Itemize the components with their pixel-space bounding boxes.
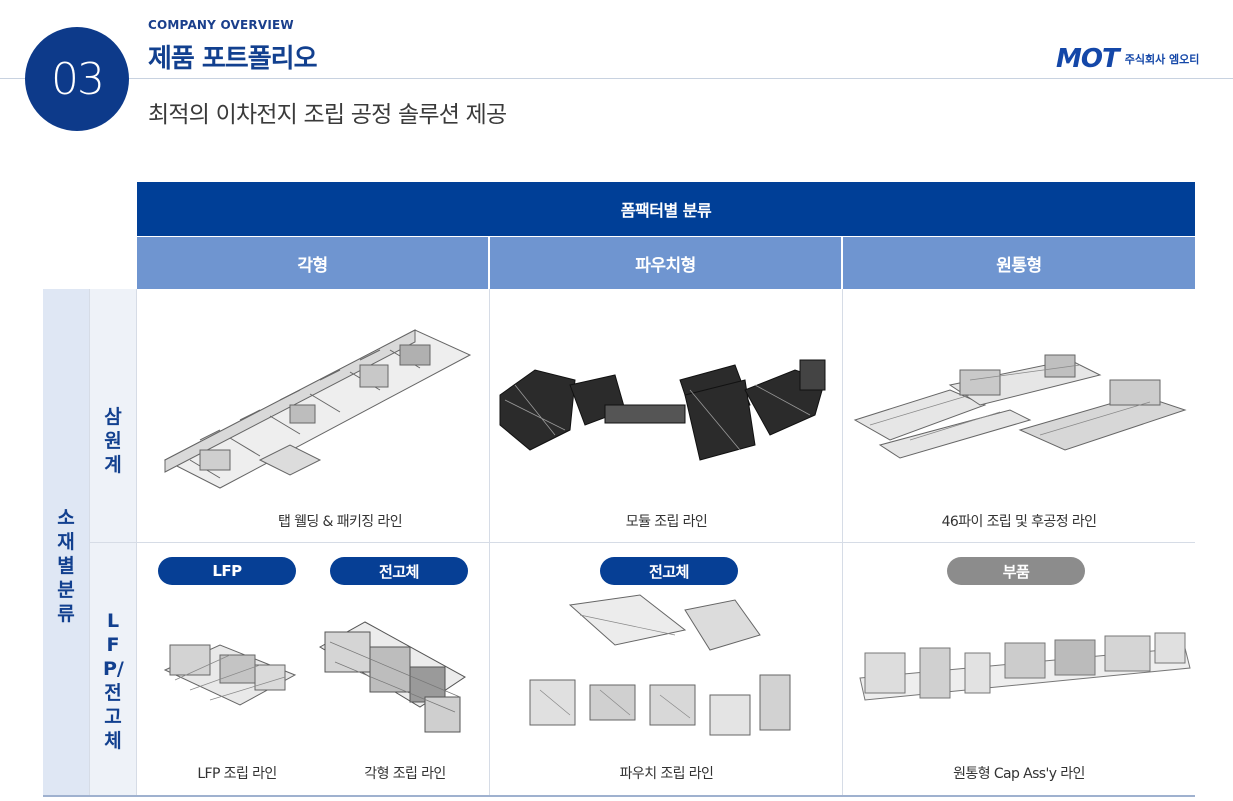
- table-bottom-rule: [43, 795, 1195, 797]
- row-label-lfp-solid: LFP/전고체: [90, 585, 136, 753]
- prismatic-assembly-line-image: [319, 621, 466, 733]
- material-category-column: [43, 289, 89, 795]
- column-header-prismatic: 각형: [137, 237, 488, 289]
- column-header-pouch: 파우치형: [490, 237, 841, 289]
- section-number-badge: 03: [25, 27, 129, 131]
- form-factor-header: 폼팩터별 분류: [137, 182, 1195, 236]
- row-label-ternary: 삼원계: [90, 381, 136, 477]
- caption-pouch-assembly-line: 파우치 조립 라인: [619, 766, 714, 782]
- badge-solid-state-prismatic: 전고체: [330, 557, 468, 585]
- tab-welding-line-image: [163, 329, 472, 489]
- caption-module-assembly-line: 모듈 조립 라인: [625, 514, 708, 530]
- logo-mark: MOT: [1056, 44, 1120, 74]
- caption-46-assembly-line: 46파이 조립 및 후공정 라인: [941, 514, 1097, 530]
- caption-lfp-line: LFP 조립 라인: [197, 766, 277, 782]
- badge-lfp: LFP: [158, 557, 296, 585]
- pouch-assembly-line-image: [529, 594, 791, 736]
- badge-solid-state-pouch: 전고체: [600, 557, 738, 585]
- material-category-label: 소재별 분류: [43, 482, 89, 626]
- header-rule: [0, 78, 1233, 79]
- caption-prismatic-assembly-line: 각형 조립 라인: [364, 766, 446, 782]
- badge-parts: 부품: [947, 557, 1085, 585]
- row-label-ternary-text: 삼원계: [104, 406, 122, 476]
- cap-assy-line-image: [859, 632, 1191, 701]
- caption-cap-assy-line: 원통형 Cap Ass'y 라인: [953, 766, 1085, 782]
- page-title: 제품 포트폴리오: [148, 44, 317, 74]
- overview-label: COMPANY OVERVIEW: [148, 18, 294, 32]
- grid-line: [90, 542, 1195, 543]
- logo-company-name: 주식회사 엠오티: [1124, 53, 1200, 66]
- material-category-text: 소재별 분류: [57, 507, 75, 625]
- module-assembly-line-image: [499, 359, 826, 461]
- page-subtitle: 최적의 이차전지 조립 공정 솔루션 제공: [148, 102, 507, 128]
- lfp-line-image: [163, 644, 297, 706]
- column-header-cylindrical: 원통형: [843, 237, 1195, 289]
- grid-line: [89, 289, 90, 795]
- cylindrical-46-line-image: [853, 354, 1187, 459]
- caption-tab-welding-line: 탭 웰딩 & 패키징 라인: [278, 514, 403, 530]
- company-logo: MOT 주식회사 엠오티: [1056, 44, 1199, 74]
- row-label-lfp-solid-text: LFP/전고체: [103, 610, 124, 752]
